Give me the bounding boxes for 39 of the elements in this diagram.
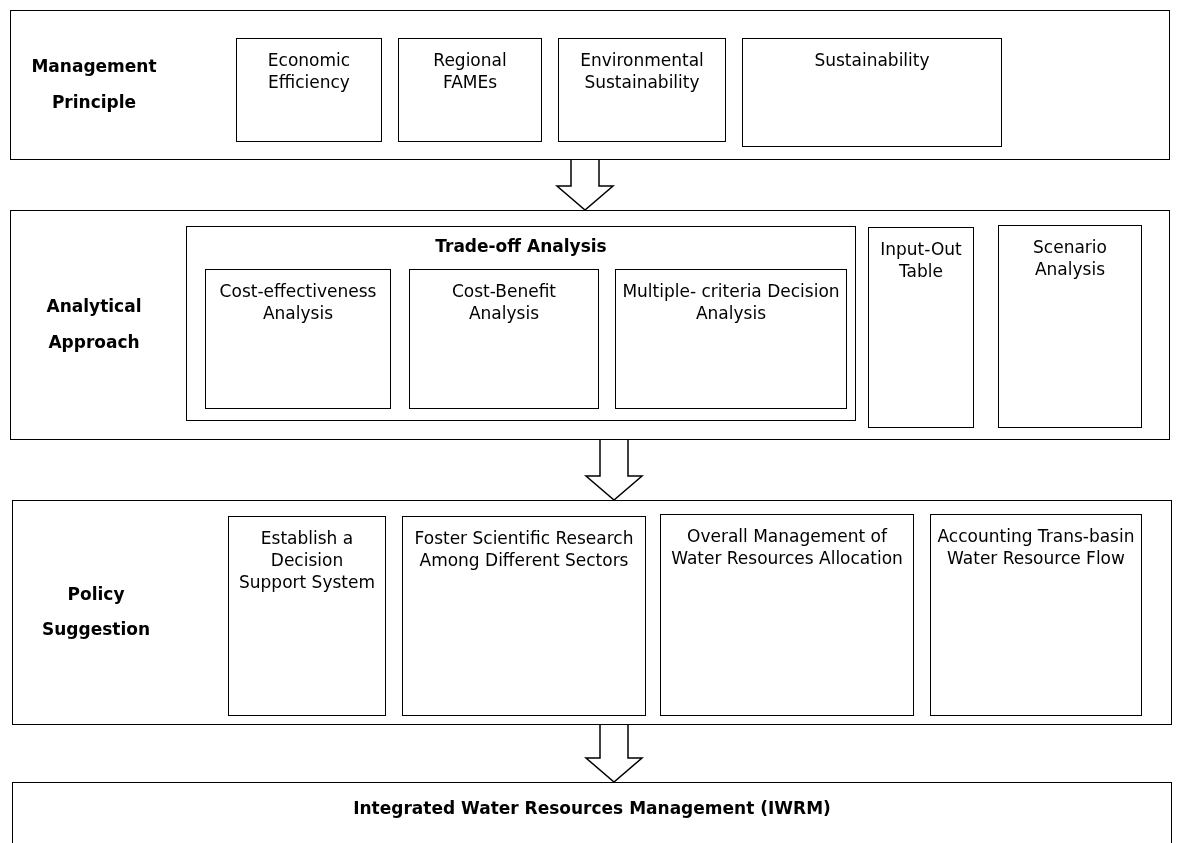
process-box xyxy=(236,38,382,142)
group-box xyxy=(186,226,856,421)
box-label: Overall Management of Water Resources Allocation xyxy=(670,525,904,570)
process-box xyxy=(402,516,646,716)
section-heading: Management Principle xyxy=(30,55,158,114)
box-label: Establish a Decision Support System xyxy=(238,527,376,594)
group-heading: Trade-off Analysis xyxy=(434,235,608,258)
process-box xyxy=(409,269,599,409)
process-box xyxy=(615,269,847,409)
process-box xyxy=(660,514,914,716)
block-arrow xyxy=(583,439,645,501)
section-panel xyxy=(10,210,1170,440)
box-label: Sustainability xyxy=(813,49,931,72)
box-label: Environmental Sustainability xyxy=(579,49,705,94)
section-heading: Analytical Approach xyxy=(45,295,143,354)
process-box xyxy=(998,225,1142,428)
block-arrow xyxy=(583,724,645,783)
box-label: Cost-effectiveness Analysis xyxy=(218,280,378,325)
result-heading: Integrated Water Resources Management (IWRM) xyxy=(352,797,832,820)
box-label: Scenario Analysis xyxy=(1032,236,1108,281)
box-label: Accounting Trans-basin Water Resource Flow xyxy=(937,525,1135,570)
box-label: Economic Efficiency xyxy=(266,49,352,94)
box-label: Cost-Benefit Analysis xyxy=(450,280,558,325)
box-label: Input-Out Table xyxy=(879,238,963,283)
process-box xyxy=(205,269,391,409)
section-panel xyxy=(12,500,1172,725)
process-box xyxy=(558,38,726,142)
box-label: Regional FAMEs xyxy=(432,49,508,94)
box-label: Multiple- criteria Decision Analysis xyxy=(622,280,840,325)
process-box xyxy=(228,516,386,716)
process-box xyxy=(930,514,1142,716)
box-label: Foster Scientific Research Among Different Sectors xyxy=(413,527,635,572)
process-box xyxy=(398,38,542,142)
section-heading: Policy Suggestion xyxy=(40,582,152,642)
process-box xyxy=(742,38,1002,147)
block-arrow xyxy=(554,159,616,211)
section-panel xyxy=(10,10,1170,160)
result-panel xyxy=(12,782,1172,843)
process-box xyxy=(868,227,974,428)
